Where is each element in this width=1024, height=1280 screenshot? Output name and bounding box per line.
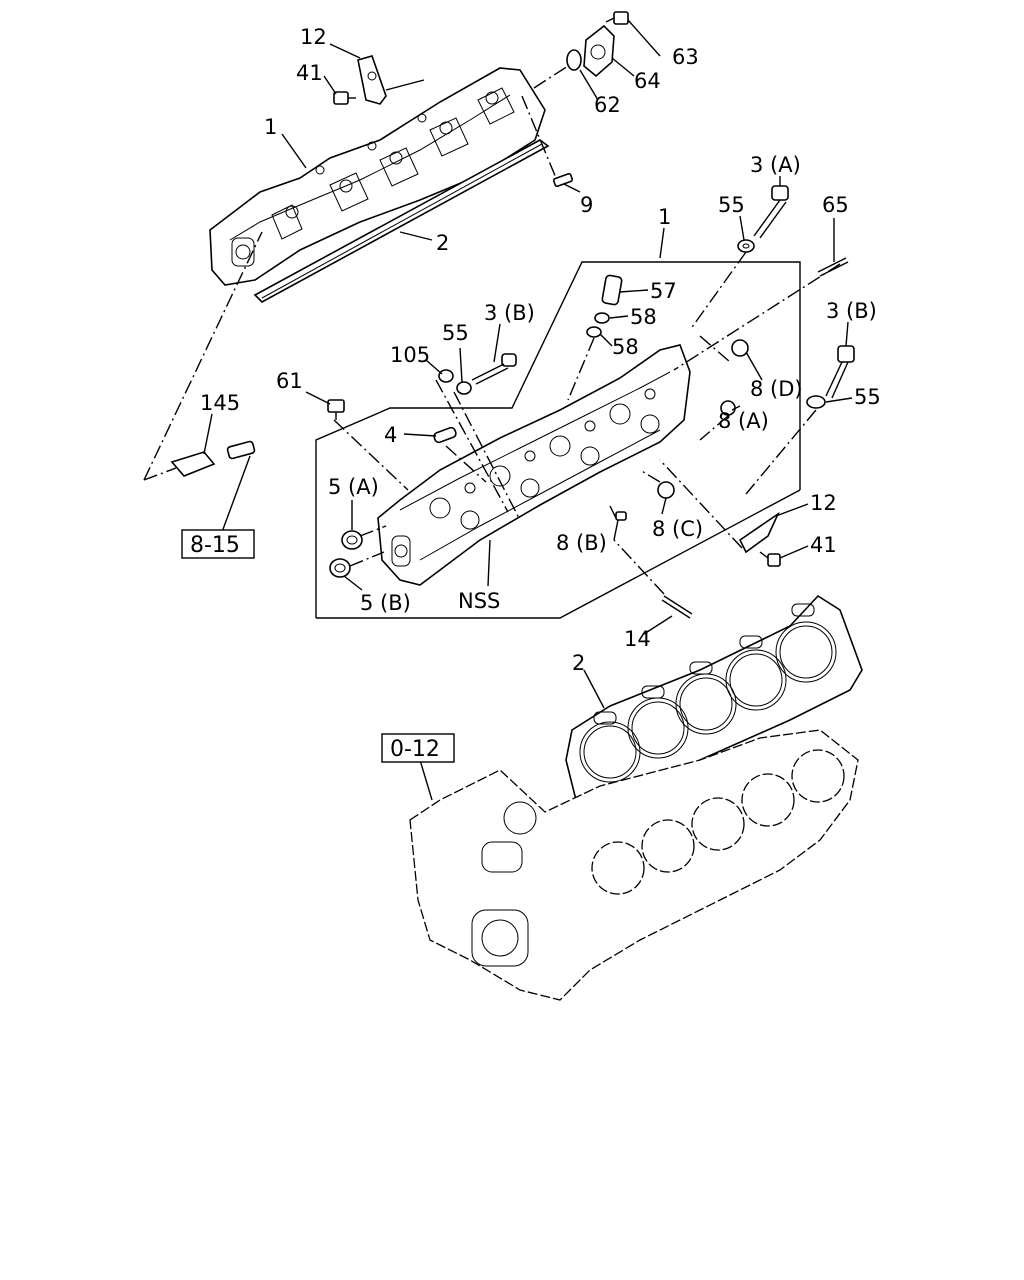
label-3b-right: 3 (B) [826,299,877,323]
label-57: 57 [650,279,677,303]
washer-55-a [737,239,755,253]
washer-55-c [806,395,826,409]
label-3b-center: 3 (B) [484,301,535,325]
label-9: 9 [580,193,593,217]
label-62: 62 [594,93,621,117]
cylinder-head-main [377,344,691,586]
label-41-upper: 41 [296,61,323,85]
label-12-lower: 12 [810,491,837,515]
washer-55-b [456,381,472,395]
label-4: 4 [384,423,397,447]
label-145: 145 [200,391,240,415]
label-2-upper: 2 [436,231,449,255]
label-2-lower: 2 [572,651,585,675]
fitting-57 [601,274,623,306]
label-64: 64 [634,69,661,93]
bolt-41-upper [333,91,356,105]
bolt-63 [605,11,629,25]
ref-8-15-label: 8-15 [190,533,240,558]
label-55-b: 55 [442,321,469,345]
label-5b: 5 (B) [360,591,411,615]
ref-box-8-15[interactable]: 8-15 [181,529,255,559]
plug-9 [552,172,574,188]
label-14: 14 [624,627,651,651]
label-3a: 3 (A) [750,153,801,177]
ref-box-0-12[interactable]: 0-12 [381,733,455,763]
plug-5a [341,530,363,550]
label-5a: 5 (A) [328,475,379,499]
label-63: 63 [672,45,699,69]
plug-8d [731,339,749,357]
engine-block [409,729,859,1001]
part-61 [327,399,345,420]
cylinder-head-upper [209,67,546,286]
bolt-3b-center [471,353,517,385]
label-55-a: 55 [718,193,745,217]
o-ring-58-b [586,326,602,338]
label-55-c: 55 [854,385,881,409]
ref-0-12-label: 0-12 [390,737,440,762]
label-105: 105 [390,343,430,367]
plug-8c [657,481,675,499]
bolt-3a [753,185,789,239]
bracket-12-upper [357,55,387,105]
label-1-main: 1 [658,205,671,229]
label-58-a: 58 [630,305,657,329]
leader-lines [203,19,853,801]
cover-64 [583,24,615,78]
label-8a: 8 (A) [718,409,769,433]
label-12-upper: 12 [300,25,327,49]
label-1-upper: 1 [264,115,277,139]
bracket-145 [170,440,256,477]
bolt-41-lower [759,551,781,567]
plug-5b [329,558,351,578]
stud-14 [661,595,693,619]
bracket-12-lower [738,511,780,554]
alignment-lines [143,65,841,595]
o-ring-62 [566,49,582,71]
assembly-boundary-frame [315,261,801,619]
label-8b: 8 (B) [556,531,607,555]
plug-8b [615,511,627,521]
label-41-lower: 41 [810,533,837,557]
label-8c: 8 (C) [652,517,703,541]
label-8d: 8 (D) [750,377,803,401]
label-61: 61 [276,369,303,393]
label-65: 65 [822,193,849,217]
stud-65 [817,257,849,277]
label-58-b: 58 [612,335,639,359]
part-labels: 1 12 41 63 64 62 9 2 1 3 (A) 55 65 57 58… [200,25,881,675]
head-gasket-upper [253,139,550,303]
label-nss: NSS [458,589,500,613]
o-ring-58-a [594,312,610,324]
bolt-3b-right [825,345,855,399]
pin-4 [433,426,457,444]
part-105 [438,369,454,383]
